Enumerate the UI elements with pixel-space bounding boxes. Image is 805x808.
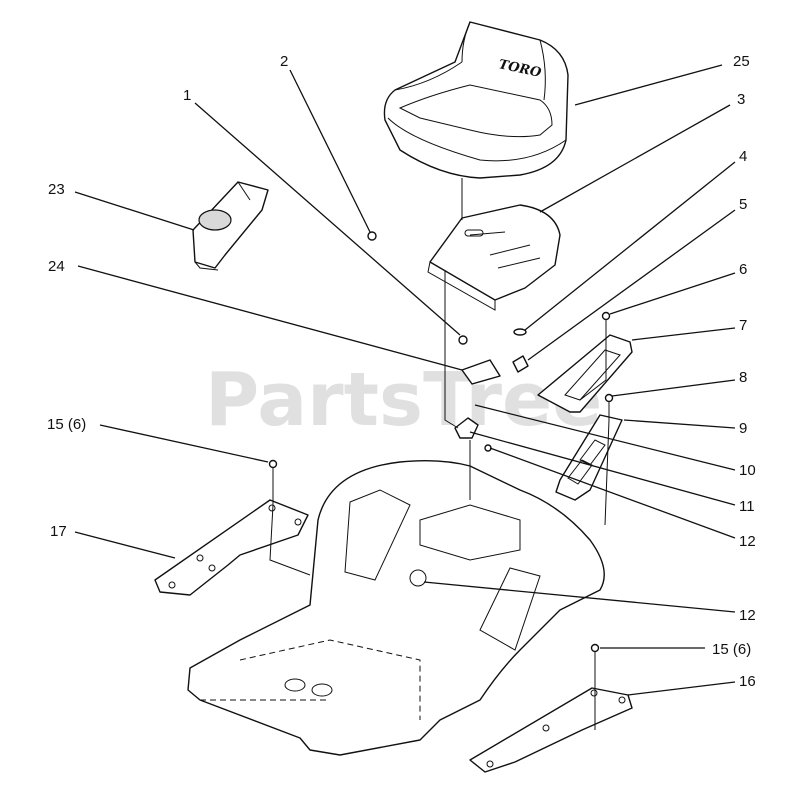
callout-8: 8 [739, 369, 747, 386]
callout-23: 23 [48, 181, 65, 198]
nut-part-1[interactable] [458, 335, 468, 345]
callout-25: 25 [733, 53, 750, 70]
callout-9: 9 [739, 420, 747, 437]
leader-23 [74, 191, 195, 231]
leader-3 [539, 104, 731, 213]
leader-2 [289, 69, 371, 233]
leader-15a [99, 424, 269, 463]
callout-4: 4 [739, 148, 747, 165]
foot-plate-part-17[interactable] [154, 499, 309, 596]
callout-3: 3 [737, 91, 745, 108]
leader-4 [524, 161, 736, 331]
assembly-line-left-plate [269, 468, 311, 576]
screw-part-15-right[interactable] [590, 643, 600, 653]
pad-part-24[interactable] [461, 359, 501, 385]
callout-17: 17 [50, 523, 67, 540]
callout-24: 24 [48, 258, 65, 275]
leader-5 [527, 209, 736, 361]
leader-12a [489, 447, 736, 539]
leader-25 [574, 64, 723, 106]
screw-part-8[interactable] [604, 393, 614, 403]
leader-7 [631, 327, 736, 341]
callout-5: 5 [739, 196, 747, 213]
leader-12b [423, 581, 736, 613]
plate-part-7[interactable] [537, 334, 633, 413]
callout-11: 11 [739, 498, 755, 515]
fender-body[interactable] [187, 459, 605, 756]
leader-11 [469, 431, 736, 506]
callout-10: 10 [739, 462, 756, 479]
callout-16: 16 [739, 673, 756, 690]
foot-plate-part-16[interactable] [469, 687, 633, 773]
callout-12b: 12 [739, 607, 756, 624]
callout-7: 7 [739, 317, 747, 334]
assembly-line-pan [444, 270, 459, 429]
leader-10 [474, 404, 736, 471]
leader-9 [623, 419, 736, 429]
callout-2: 2 [280, 53, 288, 70]
assembly-line-decal [604, 402, 610, 526]
leader-17 [74, 531, 176, 559]
leader-8 [611, 379, 736, 397]
callout-15b: 15 (6) [712, 641, 751, 658]
leader-24 [77, 265, 463, 371]
callout-15a: 15 (6) [47, 416, 86, 433]
partstree-watermark: PartsTree [205, 357, 602, 443]
leader-1 [194, 102, 461, 336]
assembly-line-plate [579, 320, 607, 401]
leader-6 [609, 272, 736, 315]
bolt-part-2[interactable] [367, 231, 377, 241]
washer-part-4[interactable] [513, 328, 527, 336]
screw-part-6[interactable] [601, 311, 611, 321]
seat-part-25[interactable]: TORO [383, 21, 569, 179]
leader-16 [627, 681, 736, 696]
cup-holder-part-23[interactable] [192, 181, 269, 271]
clip-part-5[interactable] [512, 355, 529, 373]
screw-part-15-left[interactable] [268, 459, 278, 469]
seat-pan-part-3[interactable] [427, 204, 561, 311]
callout-1: 1 [183, 87, 191, 104]
callout-6: 6 [739, 261, 747, 278]
callout-12a: 12 [739, 533, 756, 550]
